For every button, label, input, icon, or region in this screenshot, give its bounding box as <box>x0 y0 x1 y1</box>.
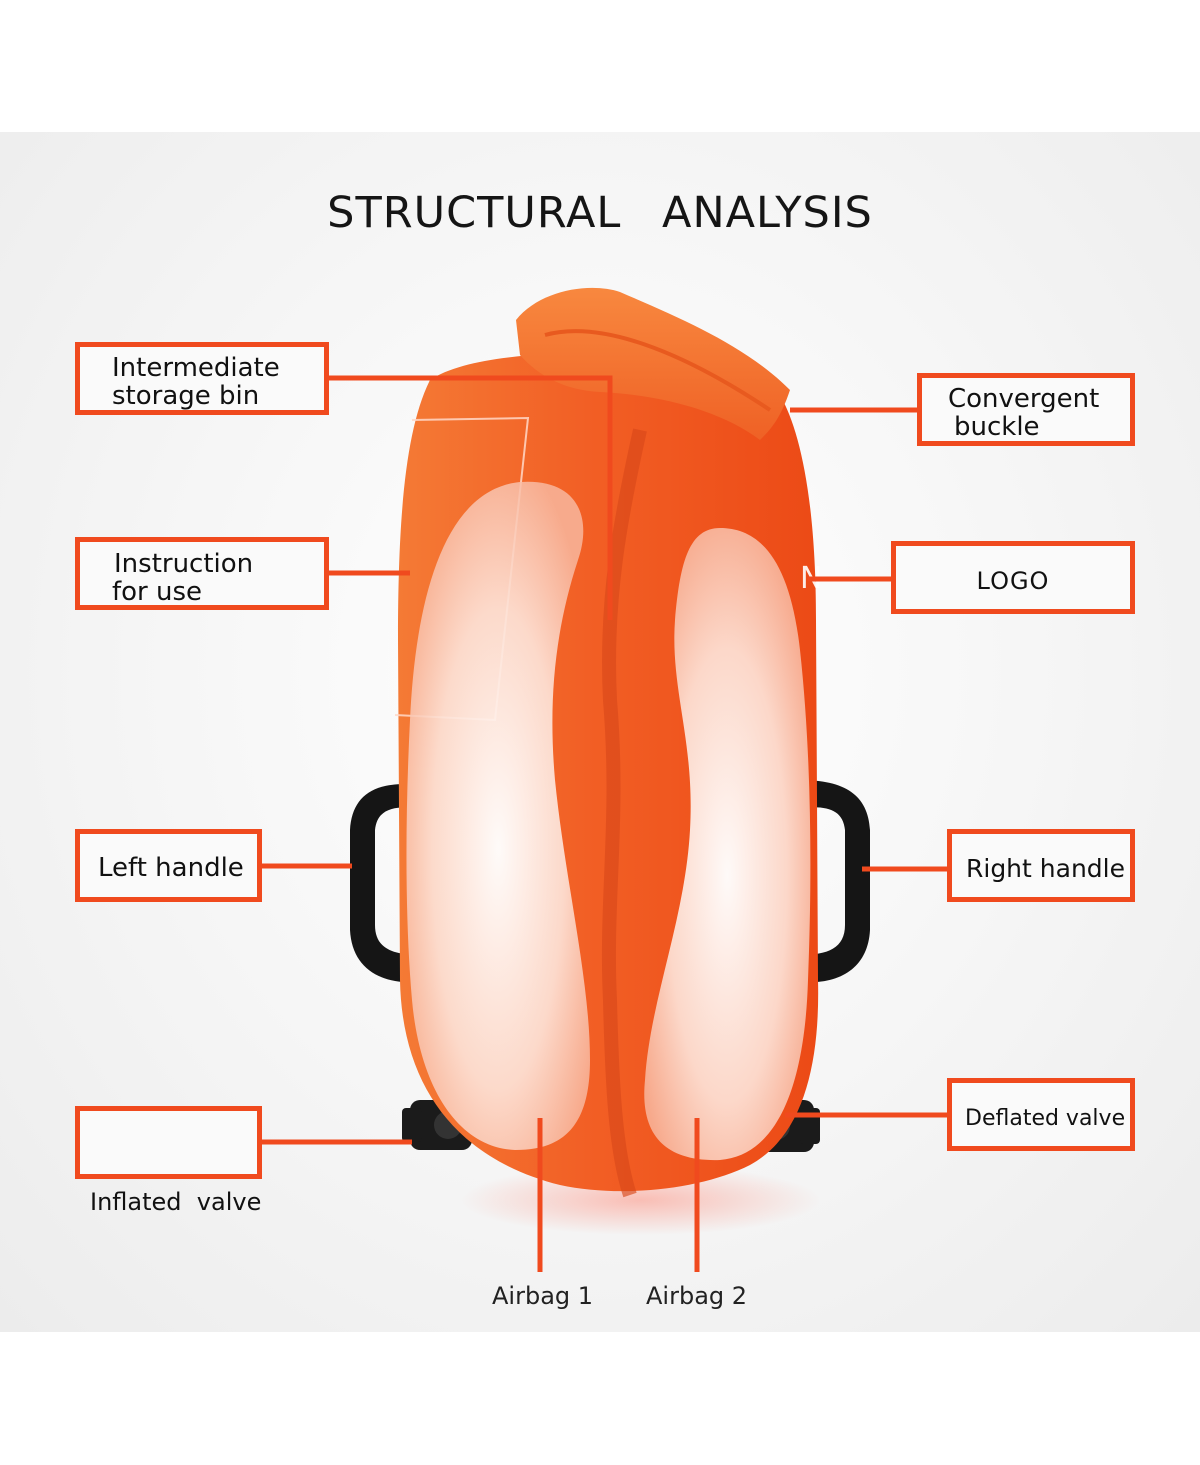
airbag-1-label: Airbag 1 <box>492 1282 594 1310</box>
callout-logo: LOGO <box>891 541 1135 614</box>
callout-line-1: Instruction <box>114 549 254 579</box>
page-title: STRUCTURAL ANALYSIS <box>327 188 873 238</box>
left-handle-shape <box>350 784 420 983</box>
callout-line-2: storage bin <box>112 381 260 411</box>
callout-text: Inflated valve <box>90 1188 262 1216</box>
callout-inflated-valve: Inflated valve <box>75 1106 262 1216</box>
airbag-2-shape <box>644 528 811 1161</box>
airbag-1-shape <box>406 481 590 1150</box>
callout-right-handle: Right handle <box>947 829 1135 902</box>
right-handle-shape <box>800 780 870 983</box>
callout-intermediate-storage-bin: Intermediate storage bin <box>75 342 329 415</box>
callout-text: Left handle <box>98 853 244 883</box>
bag-roll-top <box>516 287 790 440</box>
leader-intermediate <box>327 375 613 620</box>
callout-text: LOGO <box>976 567 1050 595</box>
callout-convergent-buckle: Convergent buckle <box>917 373 1135 446</box>
callout-line-2: buckle <box>954 412 1040 442</box>
floor-reflection <box>460 1165 820 1235</box>
callout-instruction-for-use: Instruction for use <box>75 537 329 610</box>
callout-line-2: for use <box>112 577 203 607</box>
callout-line-1: Convergent <box>948 384 1100 414</box>
callout-text: Right handle <box>966 854 1125 883</box>
callout-line-1: Intermediate <box>112 353 280 383</box>
callout-text: Deflated valve <box>965 1106 1126 1131</box>
center-seam <box>601 428 647 1198</box>
airbag-2-label: Airbag 2 <box>646 1282 748 1310</box>
callout-deflated-valve: Deflated valve <box>947 1078 1135 1151</box>
leader-lines <box>260 375 950 1272</box>
callout-left-handle: Left handle <box>75 829 262 902</box>
